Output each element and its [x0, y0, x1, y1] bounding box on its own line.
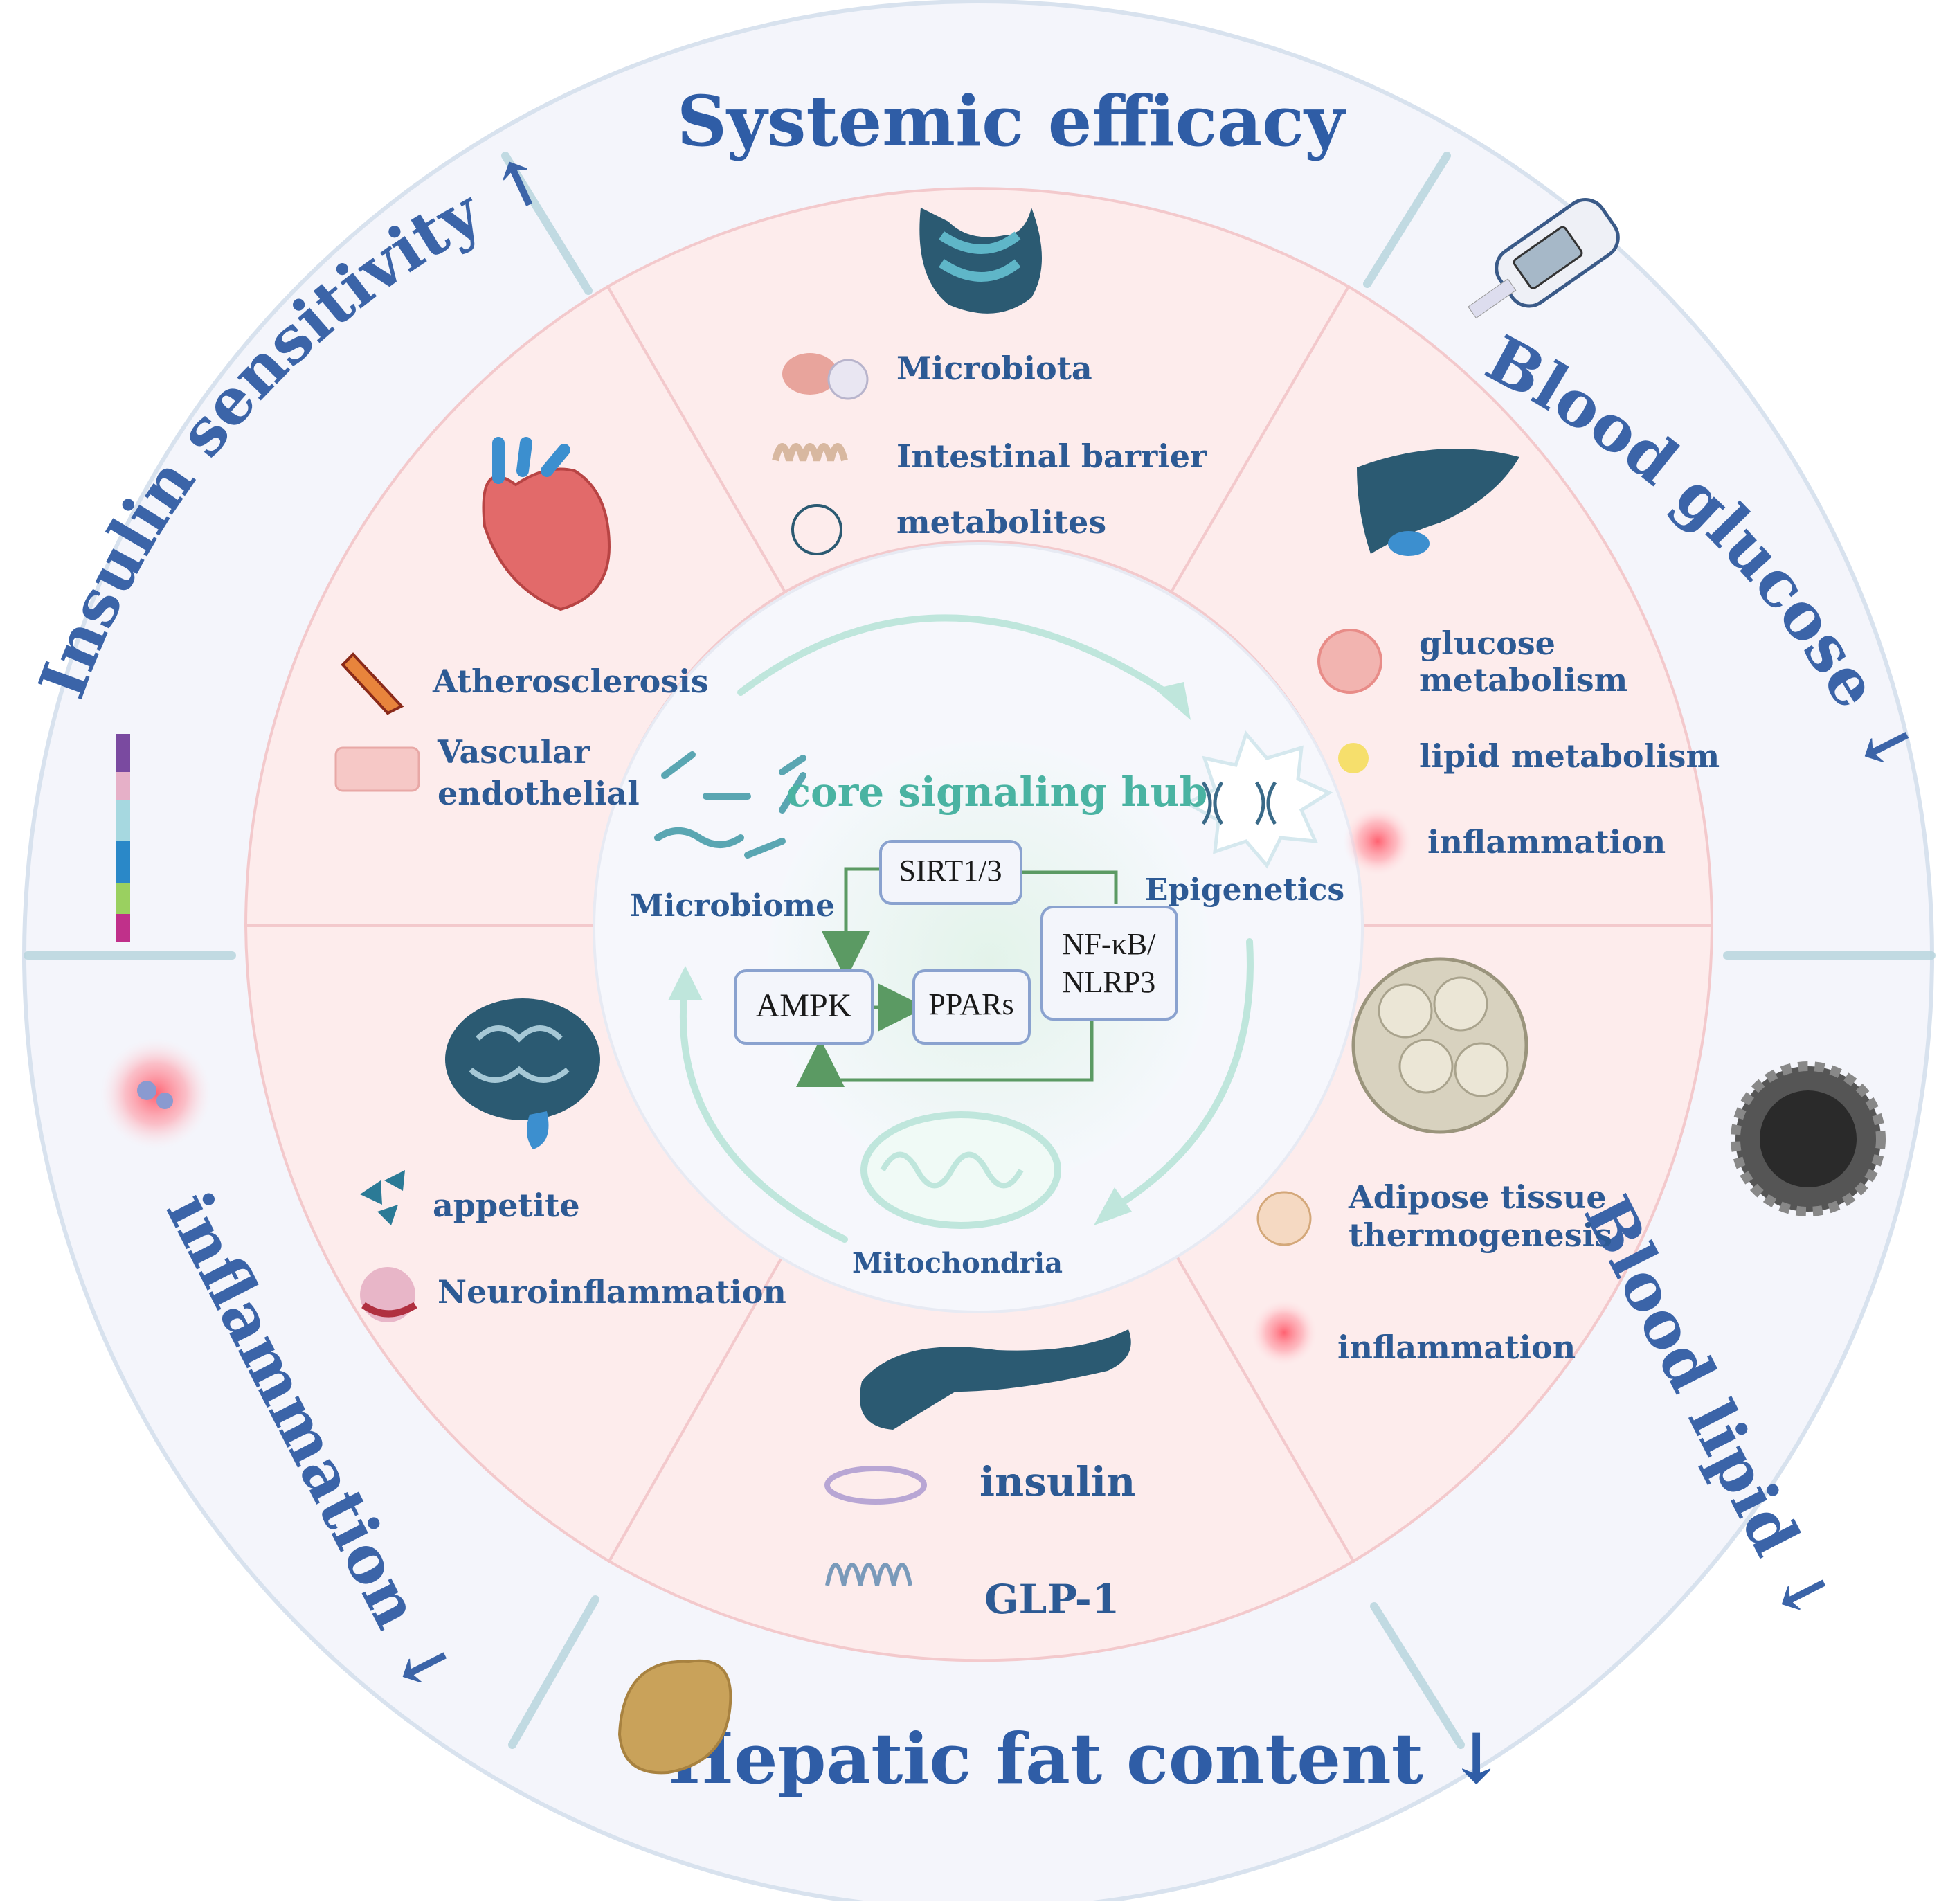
adipose-item-inflammation: inflammation [1337, 1329, 1576, 1366]
heart-item-endothelial: endothelial [438, 775, 640, 812]
gut-item-microbiota: Microbiota [896, 350, 1092, 387]
hub-label-epigenetics: Epigenetics [1145, 872, 1344, 908]
hub-label-mitochondria: Mitochondria [852, 1247, 1063, 1279]
pink-segment-ring [244, 187, 1714, 1662]
heart-item-atherosclerosis: Atherosclerosis [432, 663, 709, 700]
heart-small-icons [334, 652, 420, 792]
heart-icon [482, 437, 611, 611]
gut-item-intestinal-barrier: Intestinal barrier [896, 438, 1207, 475]
node-ampk-label: AMPK [756, 987, 852, 1024]
pancreas-icon [860, 1329, 1131, 1430]
adipose-item-adipose-tissue: Adipose tissue [1348, 1178, 1607, 1216]
signaling-network: SIRT1/3 AMPK PPARs NF-κB/ NLRP3 [734, 840, 1178, 1087]
node-nfkb-label-2: NLRP3 [1063, 965, 1155, 999]
heart-item-vascular: Vascular [437, 733, 590, 771]
adipose-tissue-icon [1351, 957, 1528, 1134]
inflamed-cell-icon [100, 1039, 211, 1149]
node-ppar-label: PPARs [928, 987, 1013, 1021]
fatty-liver-icon [617, 1659, 732, 1775]
adipose-item-thermogenesis: thermogenesis [1349, 1216, 1612, 1254]
intestine-icon [919, 208, 1042, 314]
node-ampk [734, 969, 874, 1045]
liver-item-glucose: glucose [1419, 625, 1555, 662]
glucometer-icon [1468, 198, 1620, 319]
liver-small-icons [1317, 629, 1412, 876]
brain-item-appetite: appetite [433, 1187, 580, 1224]
chromosome-icon [116, 734, 130, 942]
brain-small-icons [360, 1170, 417, 1322]
cycle-arrowheads [668, 682, 1191, 1225]
segment-gut [606, 187, 1351, 594]
bacteria-icon [654, 751, 806, 859]
hub-label-microbiome: Microbiome [630, 888, 835, 924]
brain-item-neuroinflammation: Neuroinflammation [438, 1273, 786, 1311]
liver-icon [1357, 449, 1519, 556]
cycle-arrows [679, 614, 1254, 1243]
pancreas-small-icons [824, 1466, 927, 1586]
liver-item-metabolism: metabolism [1419, 661, 1627, 699]
pancreas-item-glp1: GLP-1 [984, 1576, 1119, 1623]
liver-item-lipid-metabolism: lipid metabolism [1419, 737, 1720, 775]
dna-icon [1183, 730, 1333, 869]
lipoprotein-icon [1731, 1061, 1886, 1216]
node-nfkb-label-1: NF-κB/ [1063, 927, 1156, 961]
pancreas-item-insulin: insulin [980, 1458, 1135, 1505]
liver-item-inflammation: inflammation [1427, 823, 1666, 861]
node-ppar [912, 969, 1031, 1045]
outer-ring-dividers [24, 152, 1936, 1749]
node-sirt [879, 840, 1022, 905]
label-systemic-efficacy: Systemic efficacy [677, 80, 1346, 162]
hub-glow [768, 741, 1211, 1184]
label-hepatic-fat: Hepatic fat content ↓ [668, 1718, 1505, 1799]
hub-title: core signaling hub [786, 769, 1208, 816]
gut-item-metabolites: metabolites [896, 503, 1106, 541]
node-nfkb [1040, 906, 1178, 1021]
adipose-small-icons [1251, 1191, 1317, 1366]
brain-icon [445, 998, 600, 1149]
gut-small-icons [772, 353, 869, 555]
node-sirt-label: SIRT1/3 [899, 854, 1002, 888]
mitochondria-icon [860, 1111, 1061, 1229]
